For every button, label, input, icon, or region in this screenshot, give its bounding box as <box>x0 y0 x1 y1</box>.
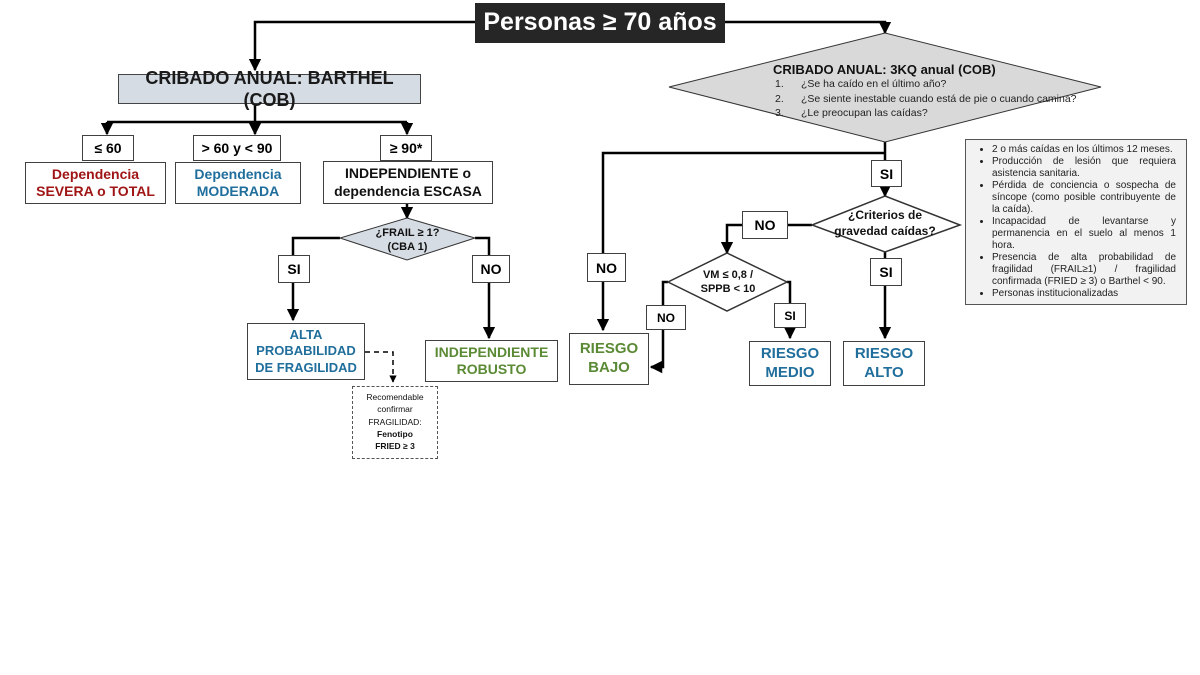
severity-yes-text: SI <box>879 264 893 280</box>
frail-yes-text: SI <box>287 261 301 277</box>
high-frailty-box: ALTA PROBABILIDAD DE FRAGILIDAD <box>247 323 365 380</box>
criteria-item: Personas institucionalizadas <box>992 288 1176 300</box>
criteria-item: 2 o más caídas en los últimos 12 meses. <box>992 144 1176 156</box>
criteria-item: Producción de lesión que requiera asiste… <box>992 156 1176 180</box>
risk-high-box: RIESGO ALTO <box>843 341 925 386</box>
frail-no-label: NO <box>472 255 510 283</box>
robust-line-1: INDEPENDIENTE <box>434 343 549 360</box>
severity-criteria-box: 2 o más caídas en los últimos 12 meses. … <box>965 139 1187 305</box>
vm-question: VM ≤ 0,8 / SPPB < 10 <box>688 268 768 297</box>
range-high-label: ≥ 90* <box>380 135 432 161</box>
kq-diamond-shape <box>668 32 1102 143</box>
vm-no-text: NO <box>657 310 675 325</box>
vm-yes-text: SI <box>784 308 796 323</box>
frail-question: ¿FRAIL ≥ 1? (CBA 1) <box>360 226 455 255</box>
severity-diamond-shape <box>809 195 963 253</box>
severity-question-line-2: gravedad caídas? <box>834 223 936 238</box>
robust-line-2: ROBUSTO <box>456 361 527 377</box>
note-line-2: confirmar <box>377 404 413 415</box>
note-line-3: FRAGILIDAD: <box>368 416 422 427</box>
frail-question-line-2: (CBA 1) <box>387 241 428 254</box>
kq-no-text: NO <box>596 259 617 276</box>
kq-question-1-text: ¿Se ha caído en el último año? <box>801 78 947 90</box>
moderate-line-2: MODERADA <box>196 183 280 199</box>
page-title-text: Personas ≥ 70 años <box>483 8 717 37</box>
risk-low-line-2: BAJO <box>588 359 630 376</box>
frail-no-text: NO <box>480 261 502 277</box>
barthel-header-text: CRIBADO ANUAL: BARTHEL (COB) <box>145 67 394 111</box>
kq-question-1-num: 1. <box>775 78 784 90</box>
kq-header: CRIBADO ANUAL: 3KQ anual (COB) <box>773 62 996 77</box>
range-high-text: ≥ 90* <box>389 140 423 156</box>
criteria-item: Presencia de alta probabilidad de fragil… <box>992 252 1176 288</box>
note-bold-line-2: FRIED ≥ 3 <box>375 441 415 452</box>
high-frailty-line-2: PROBABILIDAD <box>256 343 356 359</box>
independent-box: INDEPENDIENTE o dependencia ESCASA <box>323 161 493 204</box>
severity-no-label: NO <box>742 211 788 239</box>
note-line-1: Recomendable <box>366 392 424 402</box>
page-title: Personas ≥ 70 años <box>475 3 725 43</box>
risk-medium-box: RIESGO MEDIO <box>749 341 831 386</box>
severity-criteria-list: 2 o más caídas en los últimos 12 meses. … <box>974 144 1176 300</box>
vm-no-label: NO <box>646 305 686 330</box>
kq-question-3-text: ¿Le preocupan las caídas? <box>801 107 928 120</box>
severity-question-line-1: ¿Criterios de <box>847 208 922 222</box>
risk-low-box: RIESGO BAJO <box>569 333 649 385</box>
risk-medium-line-1: RIESGO <box>760 344 820 362</box>
severity-no-text: NO <box>754 217 776 233</box>
kq-no-label: NO <box>587 253 626 282</box>
severity-yes-label: SI <box>870 258 902 286</box>
moderate-line-1: Dependencia <box>194 165 282 182</box>
note-bold-line-1: Fenotipo <box>377 428 413 439</box>
range-low-label: ≤ 60 <box>82 135 134 161</box>
kq-question-3-num: 3. <box>775 107 784 120</box>
range-mid-label: > 60 y < 90 <box>193 135 281 161</box>
frail-diamond-shape <box>338 217 477 261</box>
confirm-frailty-note: Recomendable confirmar FRAGILIDAD: Fenot… <box>352 386 438 459</box>
kq-question-list: 1. ¿Se ha caído en el último año? 2. ¿Se s… <box>775 77 1077 121</box>
frail-question-line-1: ¿FRAIL ≥ 1? <box>375 227 440 239</box>
moderate-dependency-box: Dependencia MODERADA <box>175 162 301 204</box>
kq-question-3: 3. ¿Le preocupan las caídas? <box>775 106 1077 121</box>
risk-low-line-1: RIESGO <box>579 340 639 358</box>
severe-line-2: SEVERA o TOTAL <box>36 183 155 199</box>
severe-dependency-box: Dependencia SEVERA o TOTAL <box>25 162 166 204</box>
barthel-screening-box: CRIBADO ANUAL: BARTHEL (COB) <box>118 68 421 110</box>
vm-question-line-2: SPPB < 10 <box>700 283 756 296</box>
range-low-text: ≤ 60 <box>94 140 122 156</box>
severe-line-1: Dependencia <box>51 165 140 182</box>
risk-high-line-1: RIESGO <box>854 344 914 362</box>
kq-question-1: 1. ¿Se ha caído en el último año? <box>775 77 1077 92</box>
vm-yes-label: SI <box>774 303 806 328</box>
risk-medium-line-2: MEDIO <box>765 363 815 381</box>
kq-yes-text: SI <box>879 165 894 182</box>
high-frailty-line-3: DE FRAGILIDAD <box>255 359 357 375</box>
high-frailty-line-1: ALTA <box>289 327 323 343</box>
kq-question-2-text: ¿Se siente inestable cuando está de pie … <box>801 92 1077 105</box>
robust-box: INDEPENDIENTE ROBUSTO <box>425 340 558 382</box>
severity-question: ¿Criterios de gravedad caídas? <box>832 208 938 239</box>
independent-line-1: INDEPENDIENTE o <box>344 165 471 181</box>
independent-line-2: dependencia ESCASA <box>334 182 482 199</box>
frail-yes-label: SI <box>278 255 310 283</box>
vm-diamond-shape <box>666 252 789 312</box>
criteria-item: Pérdida de conciencia o sospecha de sínc… <box>992 180 1176 216</box>
vm-question-line-1: VM ≤ 0,8 / <box>702 269 754 281</box>
range-mid-text: > 60 y < 90 <box>201 140 273 156</box>
kq-yes-label: SI <box>871 160 902 187</box>
kq-question-2-num: 2. <box>775 92 784 105</box>
risk-high-line-2: ALTO <box>864 363 904 381</box>
kq-question-2: 2. ¿Se siente inestable cuando está de pi… <box>775 92 1077 107</box>
criteria-item: Incapacidad de levantarse y permanencia … <box>992 216 1176 252</box>
